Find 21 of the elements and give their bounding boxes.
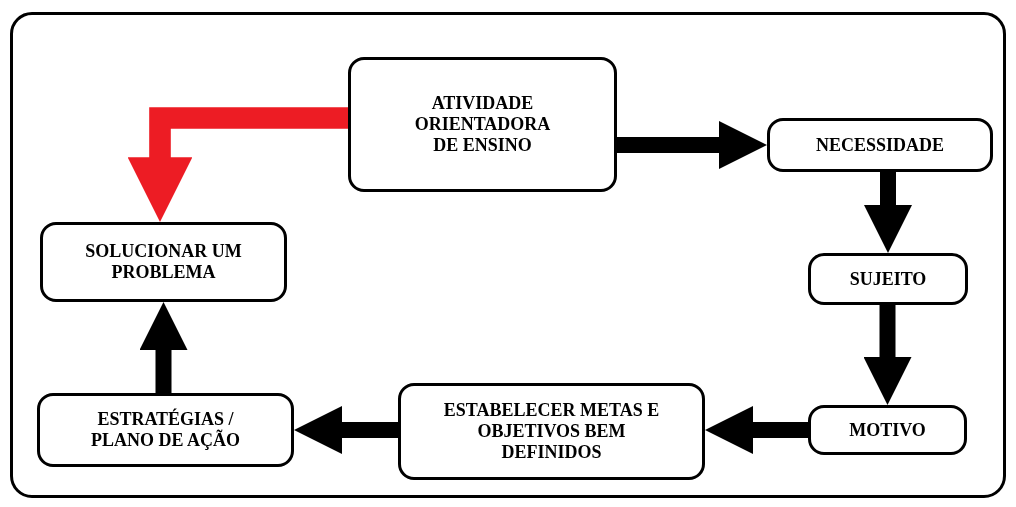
box-label: SUJEITO	[849, 268, 927, 290]
arrow	[705, 406, 808, 454]
arrow	[127, 107, 348, 222]
process-box	[348, 57, 617, 192]
process-box	[398, 383, 705, 480]
box-label: MOTIVO	[849, 419, 926, 441]
process-box	[37, 393, 294, 467]
arrow	[863, 305, 912, 405]
process-box	[808, 253, 968, 305]
box-label: ATIVIDADE ORIENTADORA DE ENSINO	[413, 93, 552, 156]
box-label: SOLUCIONAR UM PROBLEMA	[84, 241, 243, 283]
box-label: ESTRATÉGIAS / PLANO DE AÇÃO	[90, 409, 241, 451]
arrow	[294, 406, 398, 454]
arrow	[139, 302, 188, 393]
process-box	[808, 405, 967, 455]
process-box	[767, 118, 993, 172]
box-label: NECESSIDADE	[815, 134, 944, 156]
box-label: ESTABELECER METAS E OBJETIVOS BEM DEFINIDOS	[442, 400, 661, 463]
arrow	[864, 172, 912, 253]
arrow	[617, 121, 767, 169]
process-box	[40, 222, 287, 302]
